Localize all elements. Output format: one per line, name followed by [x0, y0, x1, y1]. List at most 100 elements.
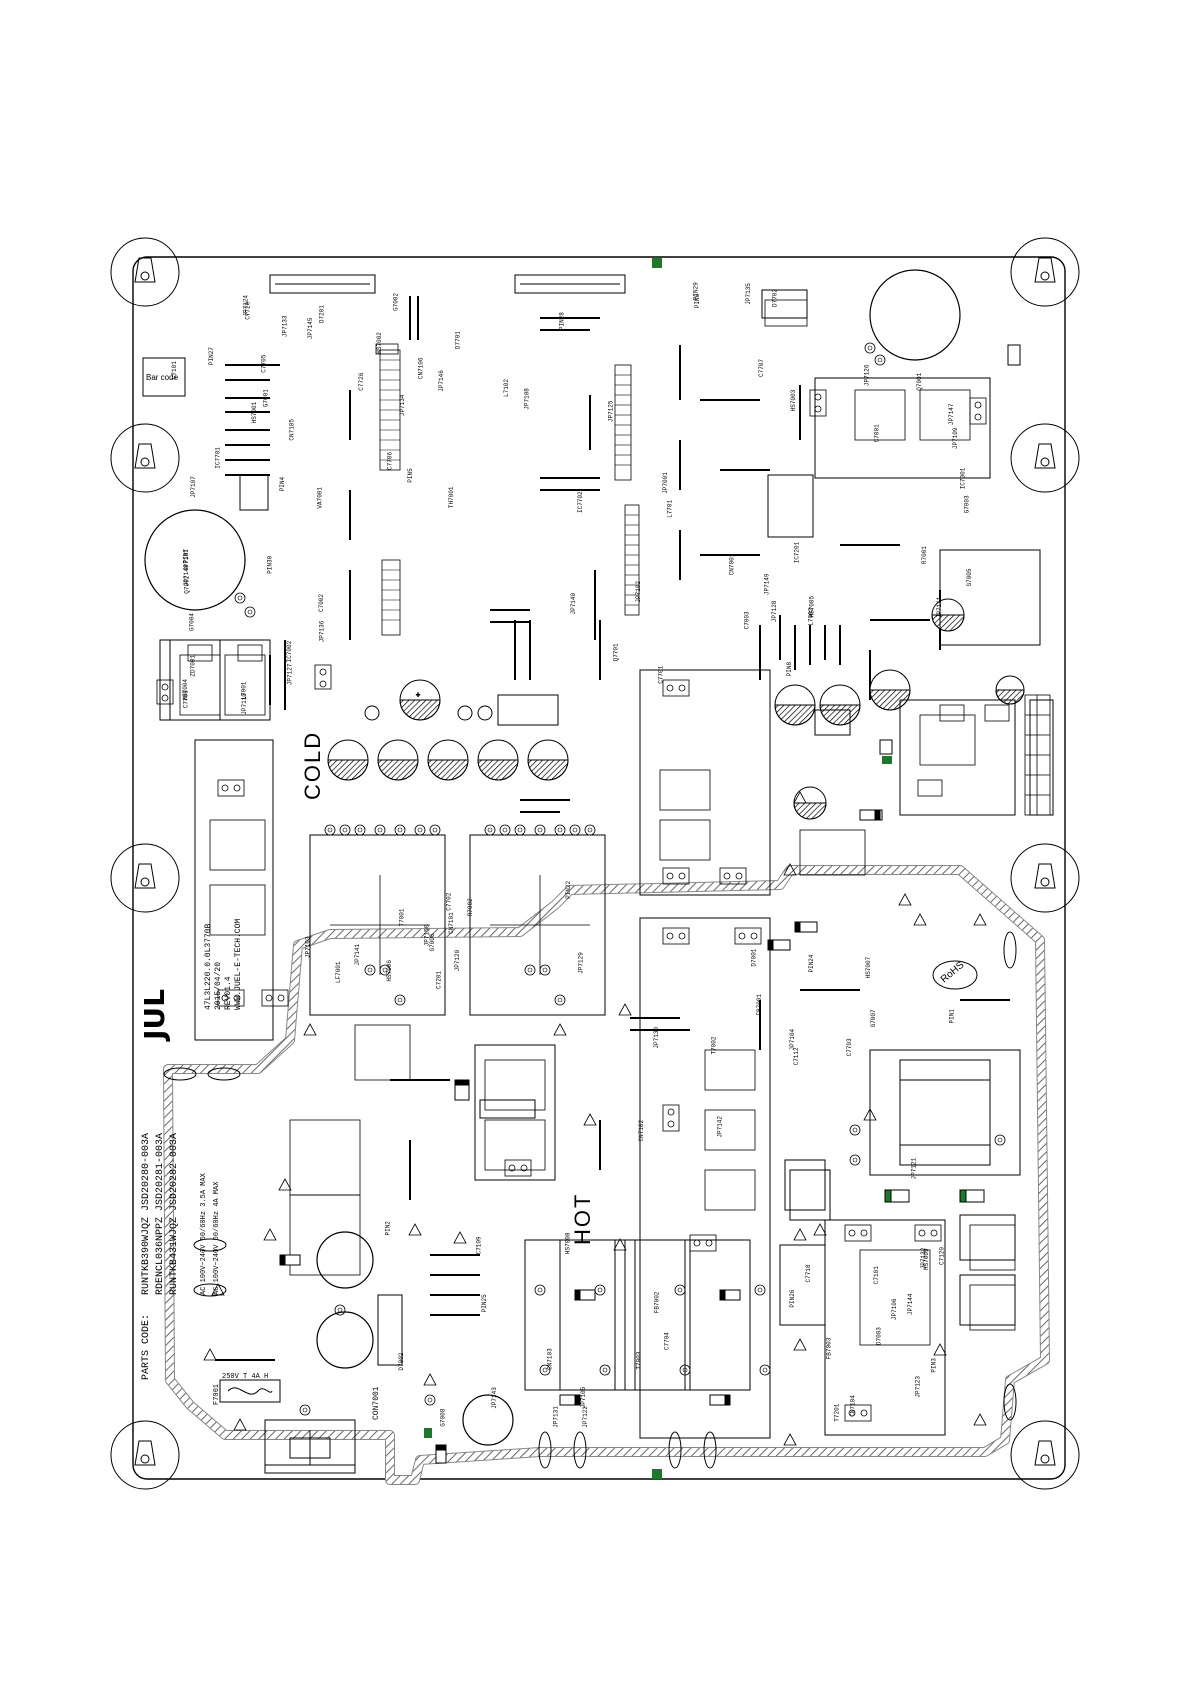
designator-c7707: C7707: [758, 359, 765, 377]
designator-jp7150: JP7150: [424, 924, 431, 946]
designator-jp7121: JP7121: [911, 1157, 918, 1179]
designator-jp7131: JP7131: [552, 1406, 559, 1428]
designator-jp7103: JP7103: [304, 936, 311, 958]
designator-jp7147: JP7147: [948, 403, 955, 425]
designator-c7120: C7120: [939, 1247, 946, 1265]
designator-jp7127: JP7127: [286, 663, 293, 685]
designator-jp7134: JP7134: [399, 394, 406, 416]
designator-c7726: C7726: [358, 372, 365, 390]
designator-q7002: Q7002: [183, 575, 190, 593]
designator-c7002: C7002: [318, 594, 325, 612]
designator-g7004: G7004: [189, 613, 196, 631]
designator-jp7135: JP7135: [745, 283, 752, 305]
designator-d7701: D7701: [454, 331, 461, 349]
designator-c7704: C7704: [663, 1332, 670, 1350]
designator-pin5: PIN5: [407, 468, 414, 483]
designator-lf7001: LF7001: [335, 961, 342, 983]
designator-l7001: L7001: [241, 681, 248, 699]
designator-jp7102: JP7102: [635, 581, 642, 603]
designator-ic7702: IC7702: [577, 491, 584, 513]
designator-jp7122: JP7122: [582, 1406, 589, 1428]
barcode-label: Bar code: [146, 373, 179, 382]
designator-jp7120: JP7120: [454, 949, 461, 971]
designator-jp7140: JP7140: [570, 592, 577, 614]
designator-pin24: PIN24: [808, 954, 815, 972]
designator-c7701: C7701: [658, 665, 665, 683]
designator-hs7008: HS7008: [564, 1232, 571, 1254]
designator-l7102: L7102: [503, 379, 510, 397]
designator-pin30: PIN30: [267, 555, 274, 573]
marker-center: [882, 756, 892, 764]
module-outlines: [159, 377, 1054, 1439]
pin-header-ticks: [380, 359, 639, 621]
rohs-mark: RoHS: [932, 960, 978, 990]
fuse-label: F7001: [213, 1384, 221, 1405]
parts-code-heading: PARTS CODE:: [141, 1314, 152, 1380]
designator-jp7144: JP7144: [907, 1293, 914, 1315]
designator-g7003: G7003: [964, 495, 971, 513]
large-capacitors: [144, 269, 961, 1446]
module-detail: [179, 299, 1016, 1346]
y-capacitors: [163, 931, 1017, 1469]
designator-jp7107: JP7107: [190, 476, 197, 498]
designator-cn7103: CN7103: [547, 1348, 554, 1370]
hot-label: HOT: [570, 1193, 595, 1245]
barcode-box: Bar code: [142, 357, 186, 397]
designator-l7002: L7002: [808, 607, 815, 625]
designator-jp7110: JP7110: [241, 693, 248, 715]
designator-t7001: T7001: [399, 908, 406, 926]
designator-c7708: C7708: [182, 690, 189, 708]
designator-fb7002: FB7002: [653, 1291, 660, 1313]
designator-jp7142: JP7142: [717, 1116, 724, 1138]
ac-rating-2: AC 100V~240V 50/60Hz 4A MAX: [213, 1181, 221, 1295]
designator-jp7146: JP7146: [438, 370, 445, 392]
designator-hs7001: HS7001: [251, 401, 258, 423]
designator-t7003: T7003: [636, 1351, 643, 1369]
designator-pin1: PIN1: [949, 1009, 956, 1024]
designator-r7002: R7002: [467, 898, 474, 916]
designator-jp7109: JP7109: [952, 427, 959, 449]
designator-d7003: D7003: [875, 1327, 882, 1345]
designator-t7201: T7201: [834, 1403, 841, 1421]
designator-jp7124: JP7124: [243, 295, 250, 317]
mounting-holes: [110, 237, 1080, 1490]
designator-c7703: C7703: [846, 1038, 853, 1056]
designator-c7706: C7706: [387, 452, 394, 470]
connectors-top: [269, 274, 1021, 366]
designator-hs7006: HS7006: [386, 960, 393, 982]
designator-q7001: Q7001: [916, 372, 923, 390]
designator-g7007: G7007: [870, 1009, 877, 1027]
designator-jp7001: JP7001: [662, 472, 669, 494]
designator-hs7003: HS7003: [790, 389, 797, 411]
board-date: 2015/04/20: [214, 962, 223, 1010]
parts-code-block: PARTS CODE: RUNTKB390WJQZ JSD20280-003A …: [141, 1133, 381, 1420]
designator-pin7: PIN7: [183, 549, 190, 564]
parts-code-1: RUNTKB390WJQZ JSD20280-003A: [141, 1133, 152, 1295]
designator-va7001: VA7001: [316, 487, 323, 509]
designator-jp7111: JP7111: [936, 596, 943, 618]
designator-jp7104: JP7104: [789, 1028, 796, 1050]
designator-d7001: D7001: [751, 948, 758, 966]
designator-jp7126: JP7126: [863, 364, 870, 386]
designator-l7101: L7101: [171, 361, 178, 379]
designator-jp7141: JP7141: [354, 943, 361, 965]
designator-pin29: PIN29: [693, 282, 700, 300]
designator-ic7201: IC7201: [794, 541, 801, 563]
logo: JUL: [138, 989, 171, 1042]
pads: [156, 389, 1010, 1422]
designator-fb7001: FB7001: [756, 994, 763, 1016]
designator-pin28: PIN28: [558, 312, 565, 330]
designator-jp7128: JP7128: [771, 600, 778, 622]
manufacturer-block: JUL 47L3L220.0.0L3770B 2015/04/20 REV01.…: [138, 919, 243, 1042]
designator-pin26: PIN26: [789, 1289, 796, 1307]
top-marker: [652, 258, 662, 268]
svg-text:+: +: [416, 692, 420, 699]
designator-c7705: C7705: [260, 354, 267, 372]
designator-c7702: C7702: [446, 892, 453, 910]
designator-pin4: PIN4: [279, 476, 286, 491]
designator-cn7101: CN7101: [448, 912, 455, 934]
designator-jp7106: JP7106: [891, 1298, 898, 1320]
designator-c7101: C7101: [873, 1266, 880, 1284]
designator-jp7132: JP7132: [920, 1247, 927, 1269]
